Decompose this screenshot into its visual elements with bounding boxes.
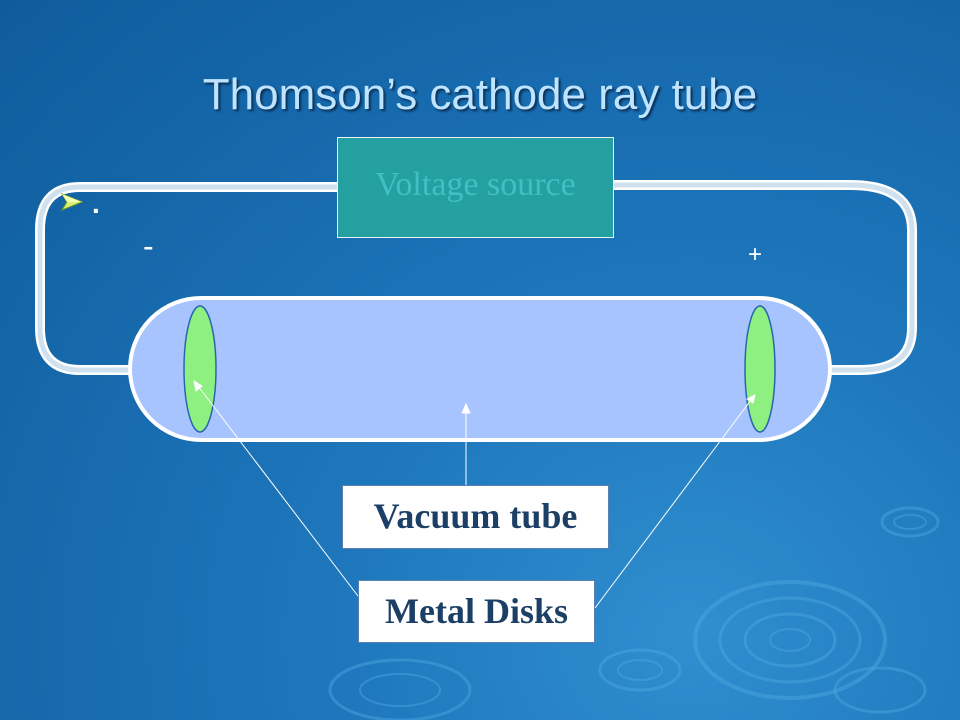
voltage-source-box: Voltage source <box>337 137 614 238</box>
vacuum-tube <box>128 296 832 442</box>
slide-title: Thomson’s cathode ray tube <box>202 70 758 119</box>
bullet-text: . <box>92 188 100 219</box>
arrow-to-left-disk <box>197 385 359 597</box>
metal-disk-left <box>183 305 217 433</box>
arrow-to-right-disk <box>594 399 752 609</box>
arrow-bullet-icon <box>60 192 84 212</box>
circuit-wire-right-inner <box>611 182 915 373</box>
arrow-to-left-disk-head <box>193 379 203 392</box>
vacuum-tube-label: Vacuum tube <box>342 485 609 549</box>
negative-terminal-label: - <box>143 228 154 264</box>
metal-disks-label: Metal Disks <box>358 580 595 643</box>
voltage-source-label: Voltage source <box>375 166 576 203</box>
arrow-to-tube-head <box>461 402 471 414</box>
positive-terminal-label: + <box>748 241 763 268</box>
metal-disk-right <box>744 305 776 433</box>
arrow-to-right-disk-head <box>746 394 756 404</box>
circuit-wire-inner <box>37 184 340 373</box>
